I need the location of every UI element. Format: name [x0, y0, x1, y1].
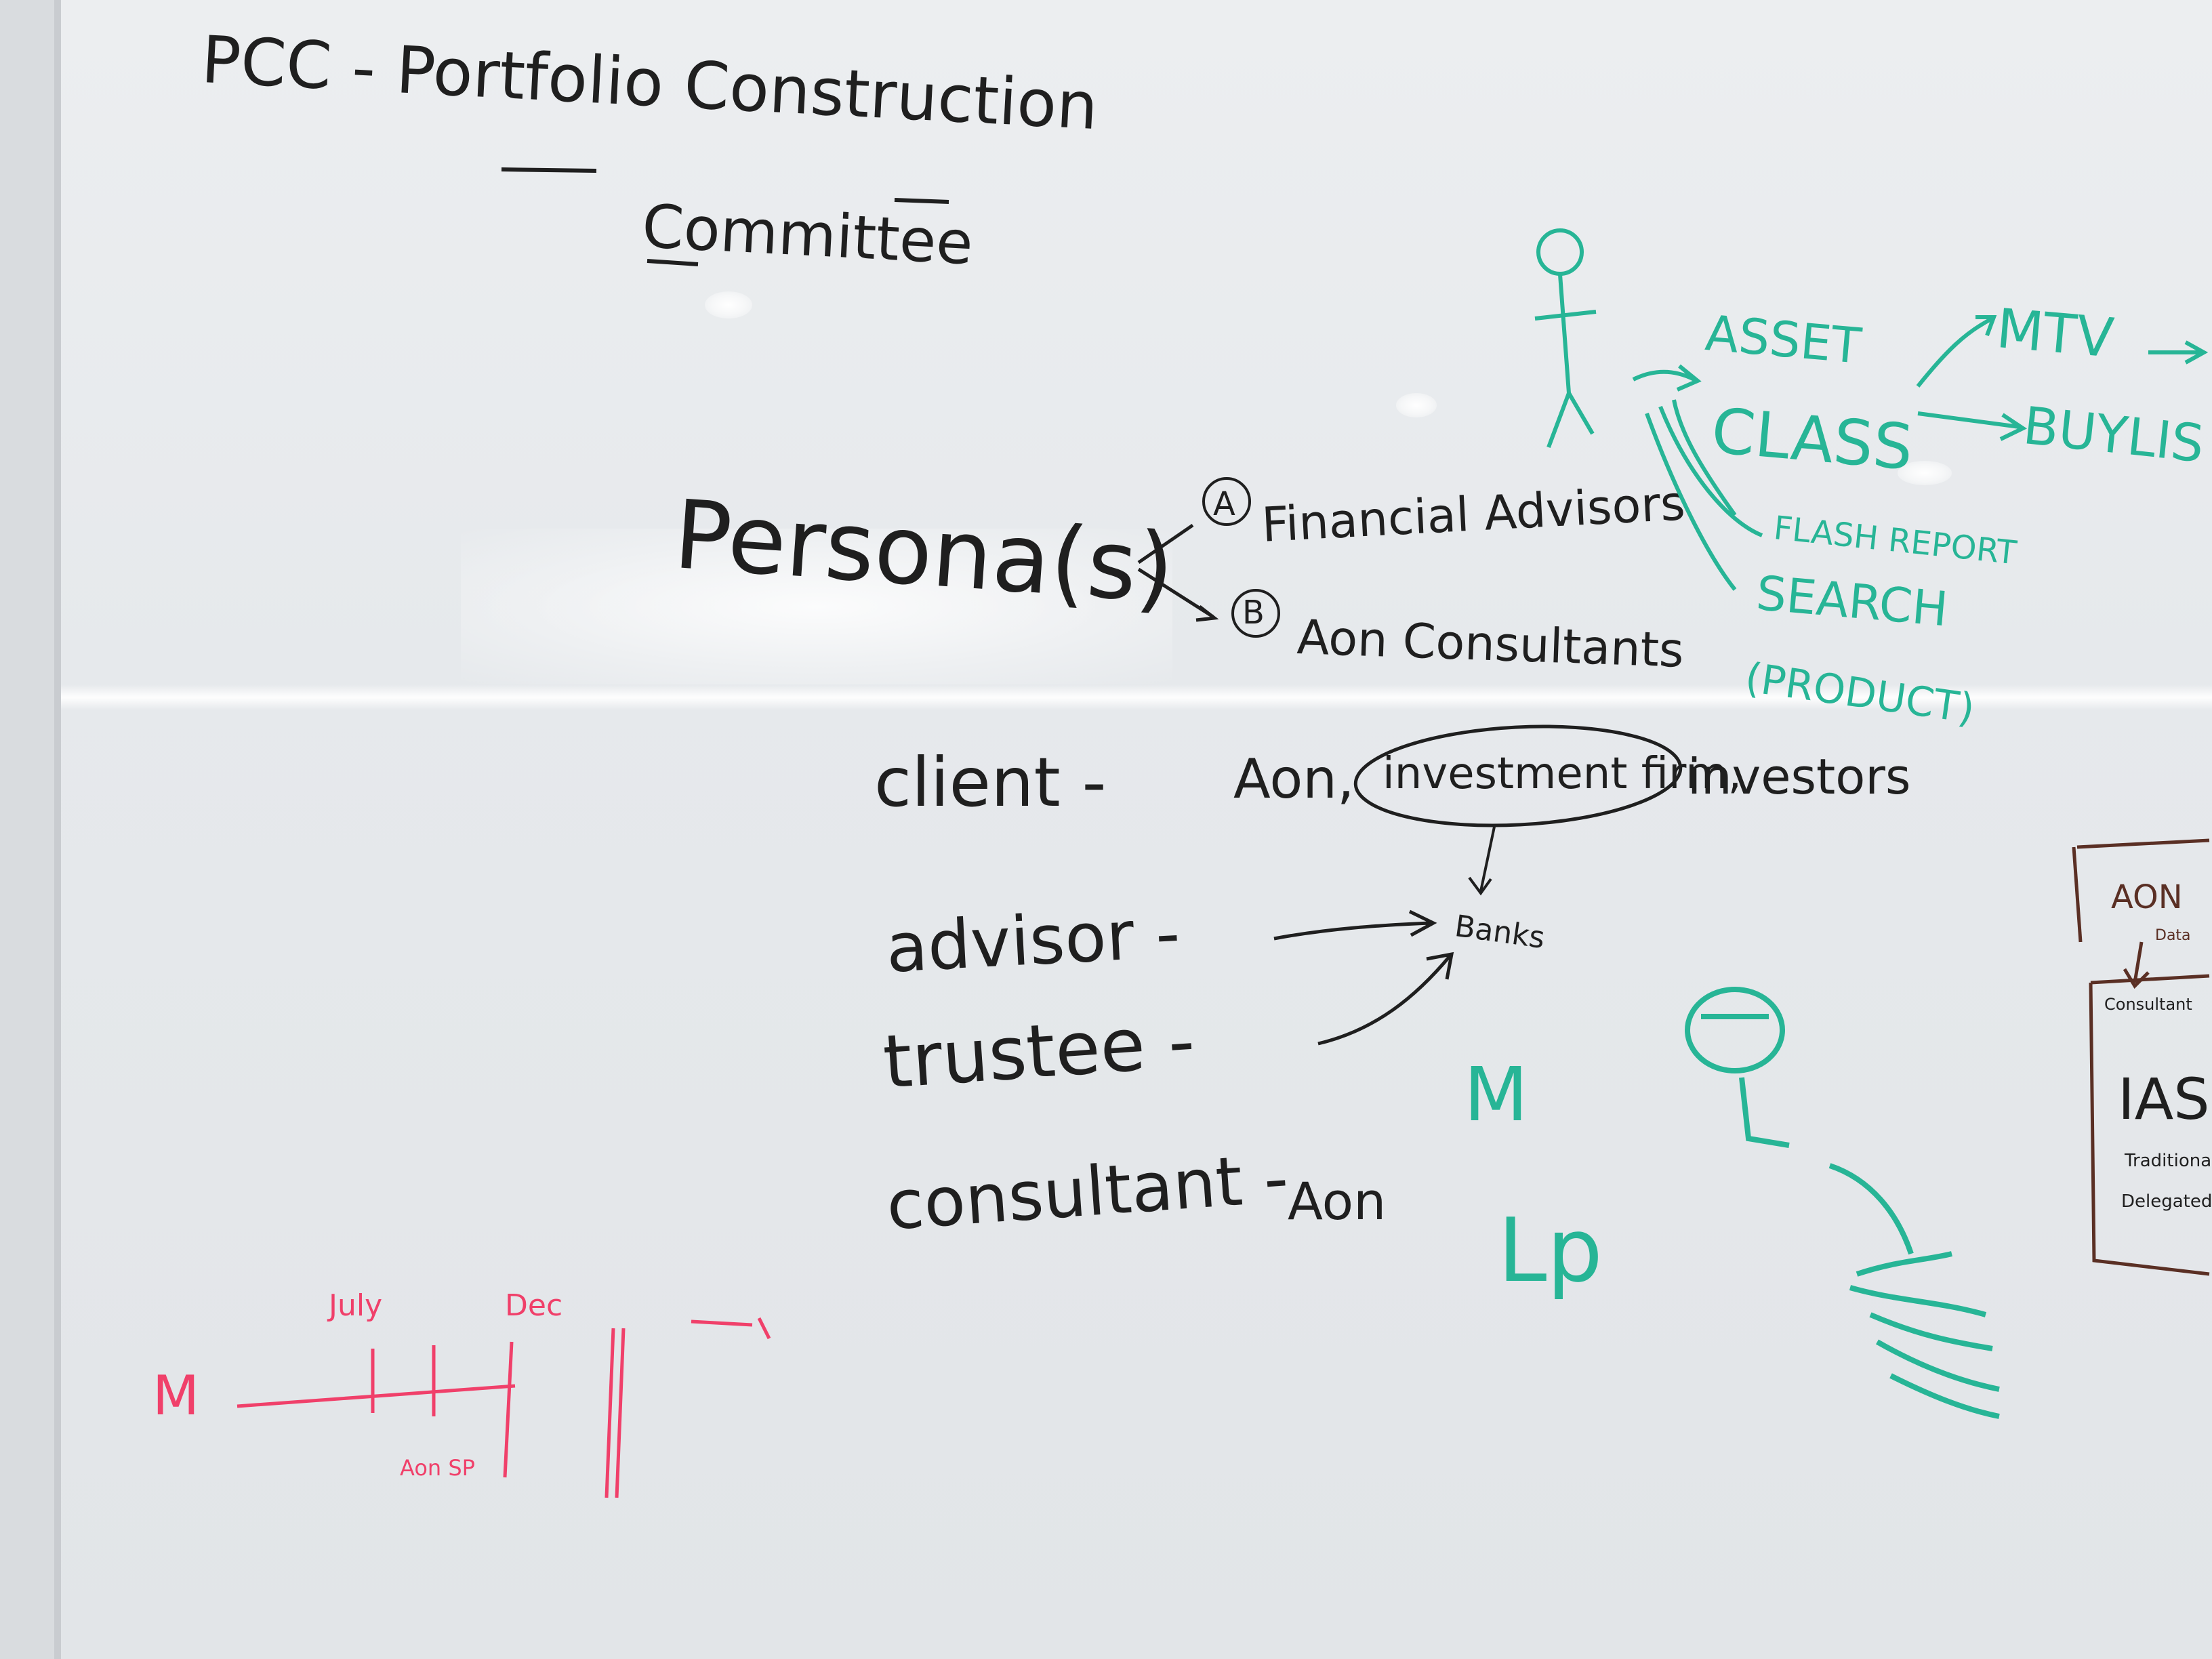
side-box-delegated: Delegated — [2121, 1191, 2212, 1212]
timeline-aon-sp: Aon SP — [400, 1455, 475, 1481]
whiteboard — [54, 0, 2212, 1659]
title-underline — [501, 167, 597, 173]
timeline-july: July — [329, 1288, 383, 1323]
persona-a-marker: A — [1213, 485, 1235, 523]
red-timeline — [237, 1317, 771, 1498]
investment-firm-oval — [1353, 724, 1683, 827]
client-value-investment-firm: investment firm, — [1382, 749, 1742, 799]
persona-arrow-a — [1137, 523, 1194, 565]
client-value-investors: investors — [1687, 748, 1911, 805]
side-box-consultant: Consultant — [2104, 995, 2192, 1014]
advisor-to-banks-arrow — [1273, 909, 1437, 941]
client-value-aon: Aon, — [1233, 747, 1355, 811]
letter-m: M — [1464, 1051, 1528, 1138]
light-spot — [1396, 393, 1437, 417]
title-underline — [894, 198, 949, 204]
role-client: client - — [874, 743, 1107, 822]
side-box-data: Data — [2155, 927, 2191, 944]
consultant-value-aon: Aon — [1288, 1171, 1387, 1231]
side-box-outline — [2072, 838, 2210, 1276]
board-glare-band — [61, 684, 2212, 710]
side-box-ias: IAS — [2118, 1066, 2210, 1132]
green-scribble — [1685, 987, 2000, 1419]
title-underline — [647, 259, 699, 266]
timeline-start-m: M — [152, 1364, 200, 1427]
ceiling-light-reflection — [461, 529, 1172, 684]
light-spot — [1898, 461, 1952, 485]
oval-to-banks-arrow — [1468, 826, 1496, 896]
timeline-dec: Dec — [505, 1288, 563, 1323]
flow-arrows — [1632, 315, 2209, 591]
letter-lp: Lp — [1498, 1199, 1603, 1302]
persona-b-marker: B — [1242, 594, 1265, 632]
light-spot — [705, 291, 752, 319]
side-box-aon: AON — [2111, 878, 2183, 916]
side-box-traditional: Traditional — [2125, 1151, 2212, 1171]
marker-circle-a — [1202, 477, 1251, 526]
trustee-to-banks-arrow — [1317, 951, 1454, 1046]
stick-figure-icon — [1534, 228, 1597, 449]
marker-circle-b — [1231, 589, 1280, 638]
persona-arrow-b — [1137, 567, 1219, 622]
